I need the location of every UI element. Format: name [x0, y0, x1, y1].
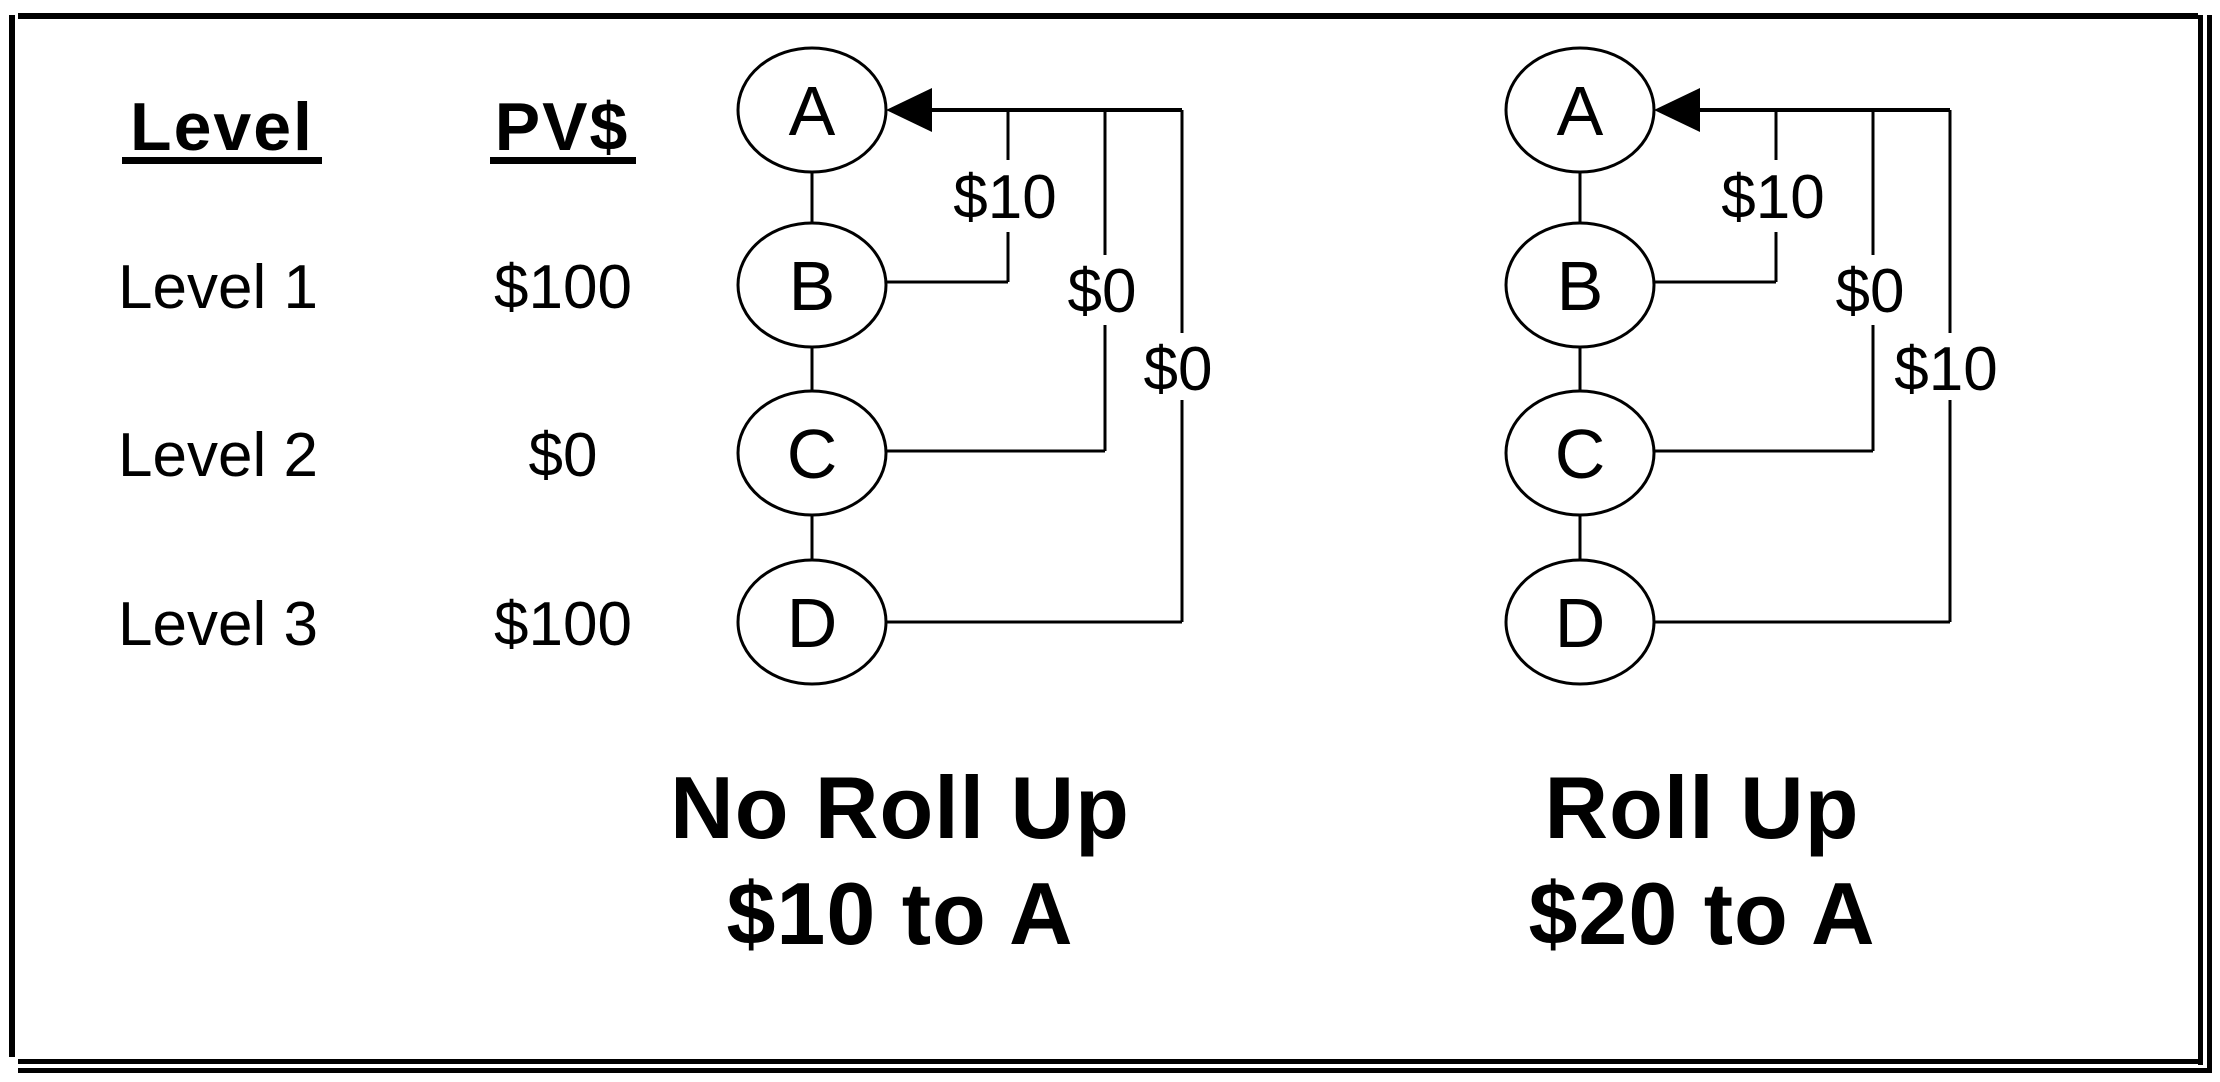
node-b-circle: [1504, 221, 1656, 349]
caption-no-roll-up-line2: $10 to A: [726, 864, 1073, 963]
table-row: Level 1 $100: [118, 253, 632, 322]
node-d-label: D: [787, 584, 838, 662]
table-row: Level 3 $100: [118, 590, 632, 659]
edge-label-d: $0: [1144, 335, 1213, 404]
node-b-label: B: [1557, 247, 1604, 325]
node-a-circle: [1504, 46, 1656, 174]
border-top: [18, 13, 2198, 19]
hierarchy-diagram-no-roll-up: $10 $0 $0 A B C D: [736, 46, 1213, 686]
caption-roll-up-line2: $20 to A: [1528, 864, 1875, 963]
column-header-pv: PV$: [495, 89, 630, 165]
border-bottom-outer: [18, 1068, 2212, 1073]
table-row: Level 2 $0: [118, 421, 597, 490]
border-bottom-inner: [18, 1059, 2203, 1064]
row-level-label: Level 1: [118, 253, 318, 322]
caption-no-roll-up-line1: No Roll Up: [670, 758, 1130, 857]
edge-label-b: $10: [953, 163, 1056, 232]
hierarchy-diagram-roll-up: $10 $0 $10 A B C D: [1504, 46, 1998, 686]
captions: No Roll Up $10 to A Roll Up $20 to A: [670, 758, 1875, 963]
node-d-circle: [1504, 558, 1656, 686]
edge-label-c: $0: [1836, 257, 1905, 326]
border-left: [9, 15, 15, 1057]
node-d-circle: [736, 558, 888, 686]
pv-table: Level PV$ Level 1 $100 Level 2 $0 Level …: [118, 89, 636, 659]
border-right-inner: [2198, 15, 2203, 1065]
node-a-label: A: [1557, 72, 1604, 150]
column-header-level: Level: [130, 89, 314, 165]
row-pv-value: $100: [494, 590, 632, 659]
border-right-outer: [2207, 15, 2212, 1073]
node-a-label: A: [789, 72, 836, 150]
arrow-head: [1654, 88, 1700, 132]
edge-label-b: $10: [1721, 163, 1824, 232]
header-underline-pv: [490, 157, 636, 164]
row-level-label: Level 3: [118, 590, 318, 659]
node-b-circle: [736, 221, 888, 349]
header-underline-level: [122, 157, 322, 164]
edge-label-c: $0: [1068, 257, 1137, 326]
node-c-circle: [736, 389, 888, 517]
node-d-label: D: [1555, 584, 1606, 662]
row-pv-value: $0: [529, 421, 598, 490]
arrow-head: [886, 88, 932, 132]
node-c-circle: [1504, 389, 1656, 517]
node-c-label: C: [1555, 415, 1606, 493]
node-c-label: C: [787, 415, 838, 493]
row-pv-value: $100: [494, 253, 632, 322]
edge-label-d: $10: [1894, 335, 1997, 404]
row-level-label: Level 2: [118, 421, 318, 490]
node-b-label: B: [789, 247, 836, 325]
node-a-circle: [736, 46, 888, 174]
caption-roll-up-line1: Roll Up: [1545, 758, 1860, 857]
page-border: [9, 13, 2212, 1073]
